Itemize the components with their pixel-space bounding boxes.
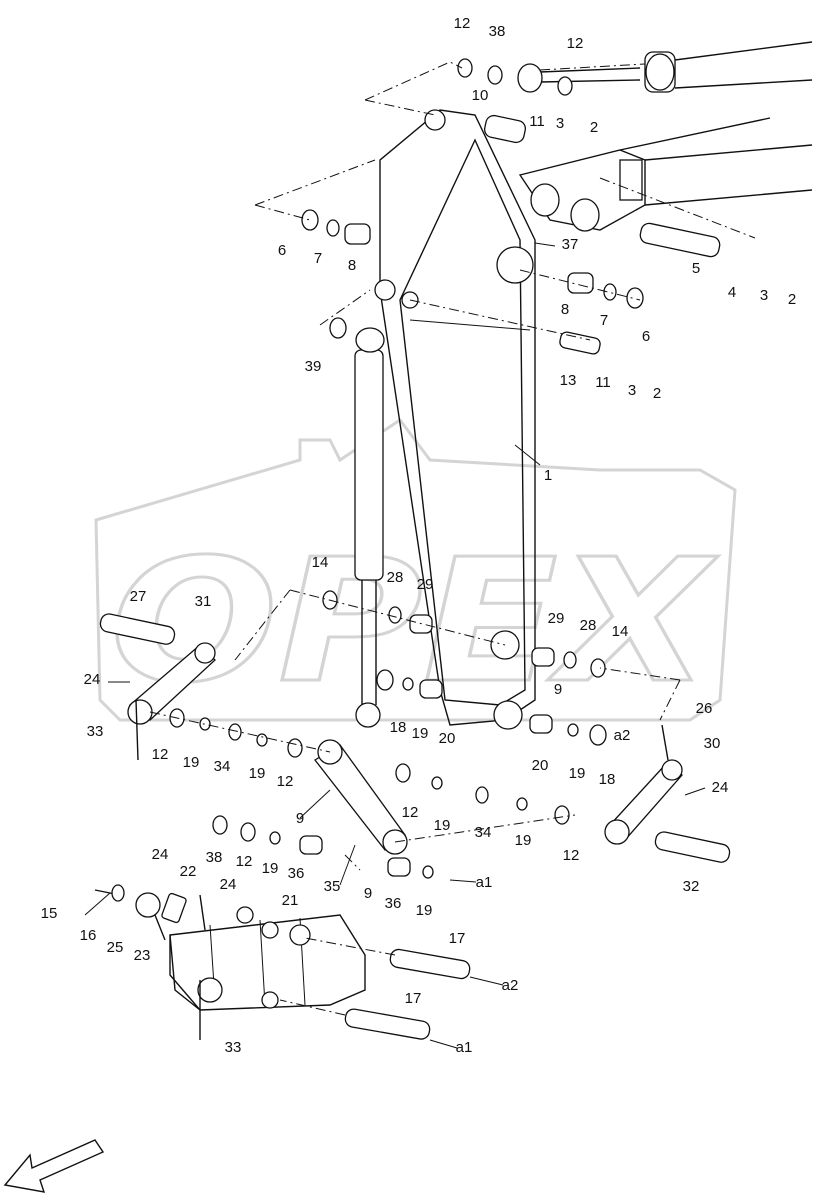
part-label-l34b: 34: [475, 824, 492, 841]
part-label-l8a: 8: [348, 257, 356, 274]
arm-part-1: [374, 109, 536, 730]
part-label-l13: 13: [560, 372, 577, 389]
part-label-l24a: 24: [84, 671, 101, 688]
part-label-l12d: 12: [277, 773, 294, 790]
part-label-l28a: 28: [387, 569, 404, 586]
part-label-la2a: a2: [614, 727, 631, 744]
part-label-l10: 10: [472, 87, 489, 104]
boom-cylinder-top: [517, 41, 813, 93]
h-link-35: [314, 739, 408, 855]
part-label-l35: 35: [324, 878, 341, 895]
part-label-l19e: 19: [434, 817, 451, 834]
part-label-la1a: a1: [476, 874, 493, 891]
part-label-l17b: 17: [405, 990, 422, 1007]
part-label-l12f: 12: [563, 847, 580, 864]
pins: [99, 114, 731, 1040]
part-label-l16: 16: [80, 927, 97, 944]
leader-lines: [149, 61, 756, 1016]
part-label-l19d: 19: [569, 765, 586, 782]
bucket-cylinder: [354, 327, 385, 728]
part-label-l36b: 36: [385, 895, 402, 912]
part-label-l30: 30: [704, 735, 721, 752]
part-label-l6b: 6: [642, 328, 650, 345]
part-label-l25: 25: [107, 939, 124, 956]
part-label-l11b: 11: [595, 374, 611, 391]
callout-lines: [84, 242, 706, 1049]
part-label-l29b: 29: [548, 610, 565, 627]
part-label-l12e: 12: [402, 804, 419, 821]
part-label-la1b: a1: [456, 1039, 473, 1056]
part-label-l12b: 12: [567, 35, 584, 52]
side-cutter: [94, 889, 187, 941]
part-label-l19f: 19: [515, 832, 532, 849]
part-label-l12c: 12: [152, 746, 169, 763]
part-label-l31: 31: [195, 593, 212, 610]
part-label-l24b: 24: [712, 779, 729, 796]
part-label-l23: 23: [134, 947, 151, 964]
link-rods: [127, 642, 684, 845]
part-label-l5: 5: [692, 260, 700, 277]
bucket: [169, 906, 366, 1011]
part-label-l20b: 20: [532, 757, 549, 774]
part-label-l3b: 3: [760, 287, 768, 304]
part-label-l19a: 19: [412, 725, 429, 742]
part-label-l36a: 36: [288, 865, 305, 882]
part-label-l38a: 38: [489, 23, 506, 40]
part-label-l2a: 2: [590, 119, 598, 136]
part-label-l18a: 18: [390, 719, 407, 736]
part-label-l8b: 8: [561, 301, 569, 318]
part-label-l9a: 9: [554, 681, 562, 698]
part-label-l24d: 24: [220, 876, 237, 893]
part-label-l9c: 9: [364, 885, 372, 902]
direction-arrow-icon: [3, 1139, 105, 1193]
part-label-l38b: 38: [206, 849, 223, 866]
part-label-l7b: 7: [600, 312, 608, 329]
part-label-l28b: 28: [580, 617, 597, 634]
part-label-l26: 26: [696, 700, 713, 717]
part-label-l17a: 17: [449, 930, 466, 947]
part-label-l14a: 14: [312, 554, 329, 571]
part-label-l19h: 19: [416, 902, 433, 919]
part-label-l22: 22: [180, 863, 197, 880]
part-label-l32: 32: [683, 878, 700, 895]
part-label-l7a: 7: [314, 250, 322, 267]
part-label-l29a: 29: [417, 576, 434, 593]
boom-section: [518, 117, 813, 232]
part-label-l4: 4: [728, 284, 736, 301]
part-label-l15: 15: [41, 905, 58, 922]
part-label-l21: 21: [282, 892, 299, 909]
part-label-l2b: 2: [788, 291, 796, 308]
part-label-l19b: 19: [183, 754, 200, 771]
part-label-l9b: 9: [296, 810, 304, 827]
part-label-l27: 27: [130, 588, 147, 605]
part-label-l2c: 2: [653, 385, 661, 402]
part-label-l20a: 20: [439, 730, 456, 747]
part-label-l3a: 3: [556, 115, 564, 132]
part-label-l37: 37: [562, 236, 579, 253]
part-label-l33b: 33: [225, 1039, 242, 1056]
part-label-l1: 1: [544, 467, 552, 484]
part-label-l12g: 12: [236, 853, 253, 870]
part-label-l19g: 19: [262, 860, 279, 877]
small-parts: [111, 58, 669, 1040]
part-label-l39: 39: [305, 358, 322, 375]
part-label-l11a: 11: [529, 113, 545, 130]
part-label-l24c: 24: [152, 846, 169, 863]
part-label-l6a: 6: [278, 242, 286, 259]
part-label-l12a: 12: [454, 15, 471, 32]
part-label-l19c: 19: [249, 765, 266, 782]
part-label-l18b: 18: [599, 771, 616, 788]
part-label-la2b: a2: [502, 977, 519, 994]
part-label-l34a: 34: [214, 758, 231, 775]
part-label-l14b: 14: [612, 623, 629, 640]
part-label-l3c: 3: [628, 382, 636, 399]
part-label-l33a: 33: [87, 723, 104, 740]
